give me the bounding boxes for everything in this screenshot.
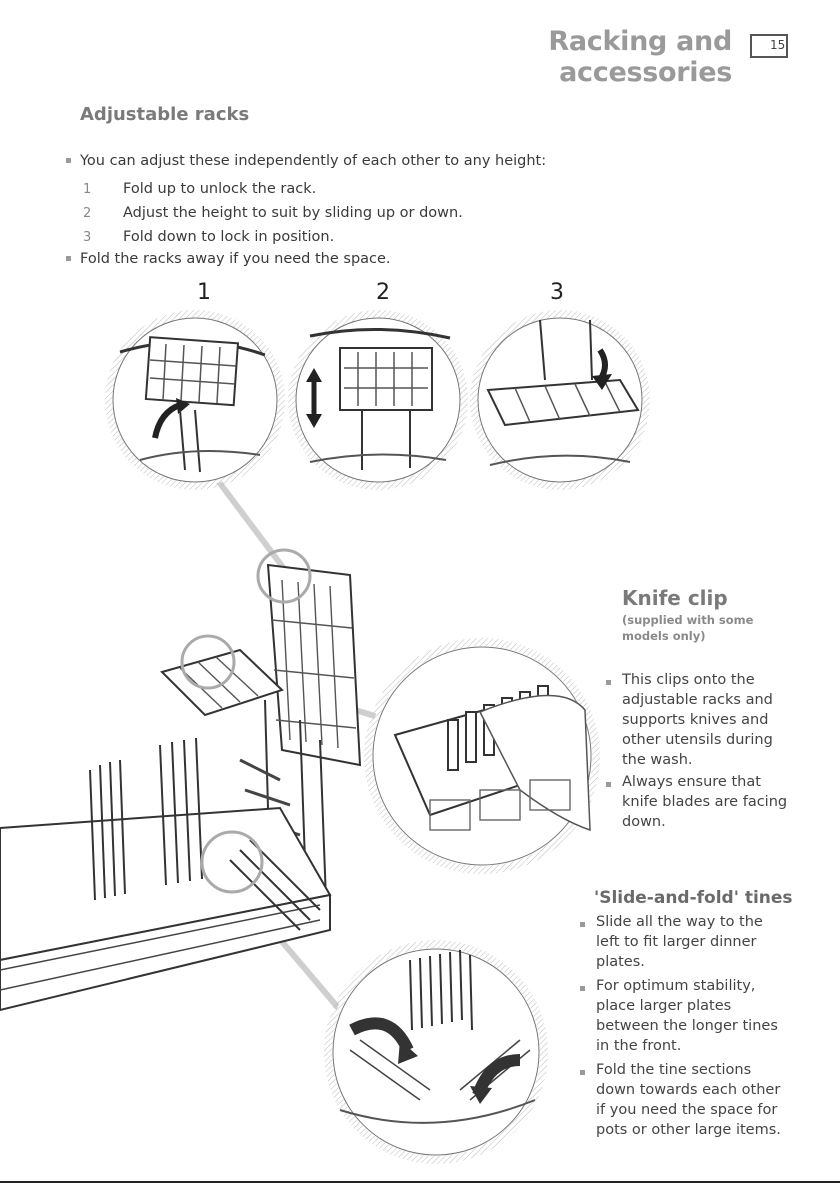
knife-clip-subtitle: (supplied with some models only): [622, 612, 802, 644]
bullet-marker: [580, 1070, 585, 1075]
text-line: Always ensure that: [622, 774, 761, 790]
text-line: adjustable racks and: [622, 692, 773, 708]
step-2-circle: [288, 310, 468, 490]
text-line: supports knives and: [622, 712, 769, 728]
tines-bullet-2: For optimum stability, place larger plat…: [596, 976, 778, 1056]
text-line: For optimum stability,: [596, 978, 756, 994]
text-line: down towards each other: [596, 1082, 781, 1098]
text-line: if you need the space for: [596, 1102, 778, 1118]
text-line: Fold the tine sections: [596, 1062, 752, 1078]
knife-clip-subtitle-line: models only): [622, 629, 706, 643]
step-text: Fold up to unlock the rack.: [123, 181, 317, 197]
step-number: 2: [83, 206, 92, 221]
figure-label-1: 1: [197, 280, 211, 305]
bullet-marker: [580, 986, 585, 991]
knife-clip-title: Knife clip: [622, 586, 728, 610]
text-line: Slide all the way to the: [596, 914, 763, 930]
bullet-marker: [580, 922, 585, 927]
text-line: other utensils during: [622, 732, 773, 748]
text-line: This clips onto the: [622, 672, 755, 688]
text-line: left to fit larger dinner: [596, 934, 757, 950]
text-line: knife blades are facing: [622, 794, 788, 810]
knife-clip-circle: [364, 638, 600, 874]
adjustable-racks-title: Adjustable racks: [80, 104, 250, 125]
knife-clip-bullet-2: Always ensure that knife blades are faci…: [622, 772, 787, 832]
tines-circle: [324, 940, 548, 1164]
step-3-circle: [470, 310, 650, 490]
tines-title: 'Slide-and-fold' tines: [594, 888, 793, 908]
adjustable-racks-outro: Fold the racks away if you need the spac…: [80, 251, 391, 267]
bullet-marker: [66, 256, 71, 261]
text-line: pots or other large items.: [596, 1122, 781, 1138]
page-header-title: Racking and accessories: [548, 26, 732, 88]
text-line: plates.: [596, 954, 645, 970]
page-number-box: 15: [750, 34, 788, 58]
figure-label-3: 3: [550, 280, 564, 305]
main-rack: [0, 563, 362, 1012]
tines-bullet-1: Slide all the way to the left to fit lar…: [596, 912, 763, 972]
indicator-circles: [180, 548, 312, 894]
text-line: between the longer tines: [596, 1018, 778, 1034]
tines-bullet-3: Fold the tine sections down towards each…: [596, 1060, 781, 1140]
bullet-marker: [606, 782, 611, 787]
text-line: down.: [622, 814, 666, 830]
text-line: the wash.: [622, 752, 693, 768]
step-number: 3: [83, 230, 92, 245]
knife-clip-subtitle-line: (supplied with some: [622, 613, 754, 627]
knife-clip-bullet-1: This clips onto the adjustable racks and…: [622, 670, 773, 770]
page-number: 15: [770, 38, 786, 52]
step-1-circle: [105, 310, 285, 490]
step-text: Adjust the height to suit by sliding up …: [123, 205, 463, 221]
step-number: 1: [83, 182, 92, 197]
step-text: Fold down to lock in position.: [123, 229, 335, 245]
figure-label-2: 2: [376, 280, 390, 305]
text-line: in the front.: [596, 1038, 682, 1054]
text-line: place larger plates: [596, 998, 732, 1014]
bullet-marker: [606, 680, 611, 685]
bullet-marker: [66, 158, 71, 163]
adjustable-racks-intro: You can adjust these independently of ea…: [80, 153, 547, 169]
footer-rule: [0, 1181, 840, 1183]
